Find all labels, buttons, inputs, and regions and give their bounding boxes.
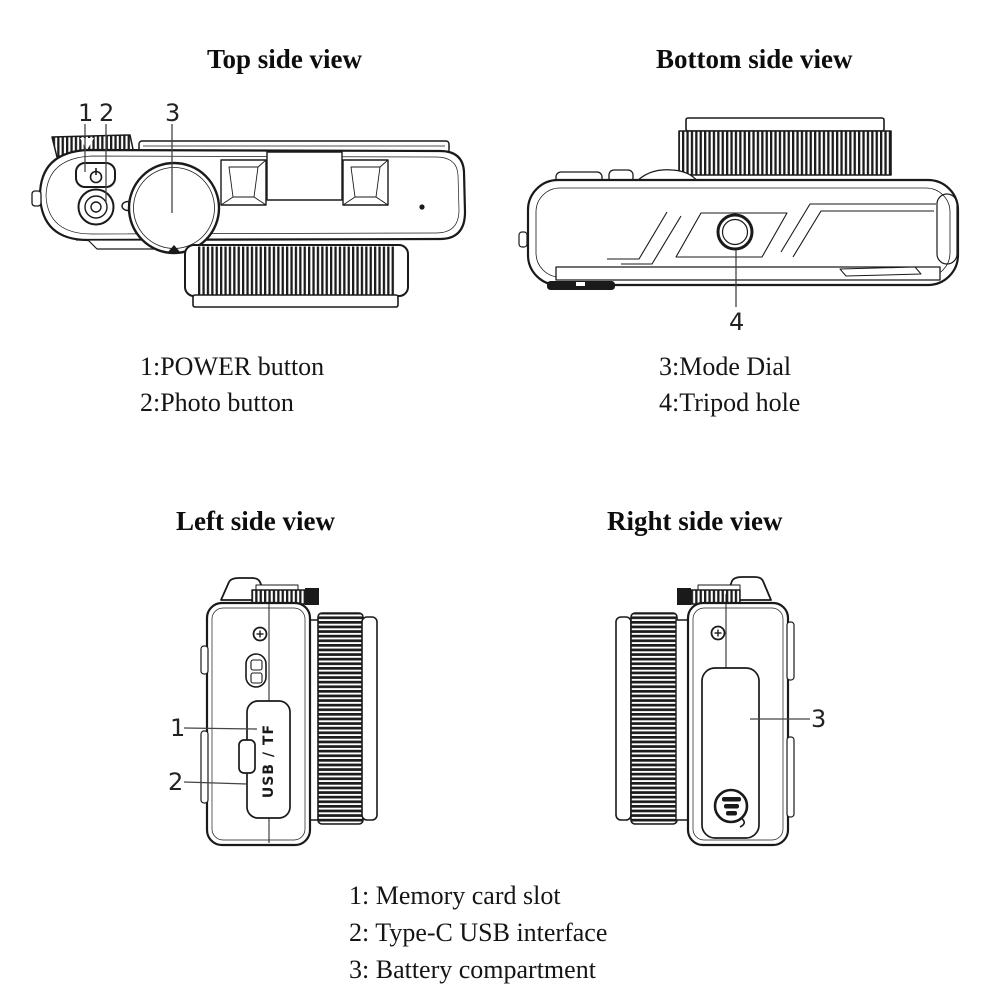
viewfinder-window-right	[342, 159, 389, 206]
flash-housing	[266, 151, 343, 201]
left-view-title: Left side view	[176, 506, 335, 536]
power-button	[75, 162, 116, 188]
callout-bottom-4: 4	[729, 308, 745, 336]
reset-hole	[419, 204, 425, 210]
base-chevron-lines	[607, 203, 936, 265]
lens-ring-bottom	[678, 117, 892, 176]
legend-type-c-usb: 2: Type-C USB interface	[349, 918, 608, 947]
callout-leader-lines-top	[84, 124, 173, 213]
right-view-drawing	[615, 576, 810, 847]
callout-left-2: 2	[168, 768, 184, 796]
mode-dial	[127, 161, 221, 255]
callout-top-3: 3	[165, 99, 181, 127]
tripod-hole	[716, 213, 754, 251]
legend-mode-dial: 3:Mode Dial	[659, 352, 792, 381]
battery-door	[701, 667, 760, 839]
usb-tf-port-label: USB / TF	[261, 723, 277, 799]
top-view-title: Top side view	[207, 44, 363, 74]
lens-barrel-right	[630, 612, 678, 825]
strap-eyelet-icon	[245, 653, 267, 688]
legend-battery-compartment: 3: Battery compartment	[349, 955, 596, 984]
callout-leader-lines-left	[183, 727, 258, 785]
speaker-icon	[713, 788, 749, 828]
focal-mark-icon	[80, 138, 94, 150]
photo-button	[77, 188, 115, 226]
left-view-drawing	[183, 577, 378, 847]
legend-photo-button: 2:Photo button	[140, 388, 294, 417]
strap-lug	[200, 645, 209, 675]
top-view-drawing	[31, 124, 467, 308]
usb-connector	[238, 739, 256, 774]
lens-ring	[184, 244, 409, 308]
callout-top-1: 1	[78, 99, 94, 127]
bottom-view-drawing	[518, 117, 960, 307]
base-panel	[675, 212, 788, 258]
screw-icon	[252, 626, 268, 642]
right-view-title: Right side view	[607, 506, 783, 536]
callout-top-2: 2	[99, 99, 115, 127]
callout-right-3: 3	[811, 705, 827, 733]
callout-left-1: 1	[170, 714, 186, 742]
lens-barrel	[317, 612, 364, 825]
legend-tripod-hole: 4:Tripod hole	[659, 388, 801, 417]
bottom-view-title: Bottom side view	[656, 44, 853, 74]
screw-icon	[710, 625, 726, 641]
legend-memory-card-slot: 1: Memory card slot	[349, 881, 561, 910]
strap-lug	[31, 190, 42, 207]
viewfinder-window-left	[220, 159, 267, 206]
legend-power-button: 1:POWER button	[140, 352, 325, 381]
